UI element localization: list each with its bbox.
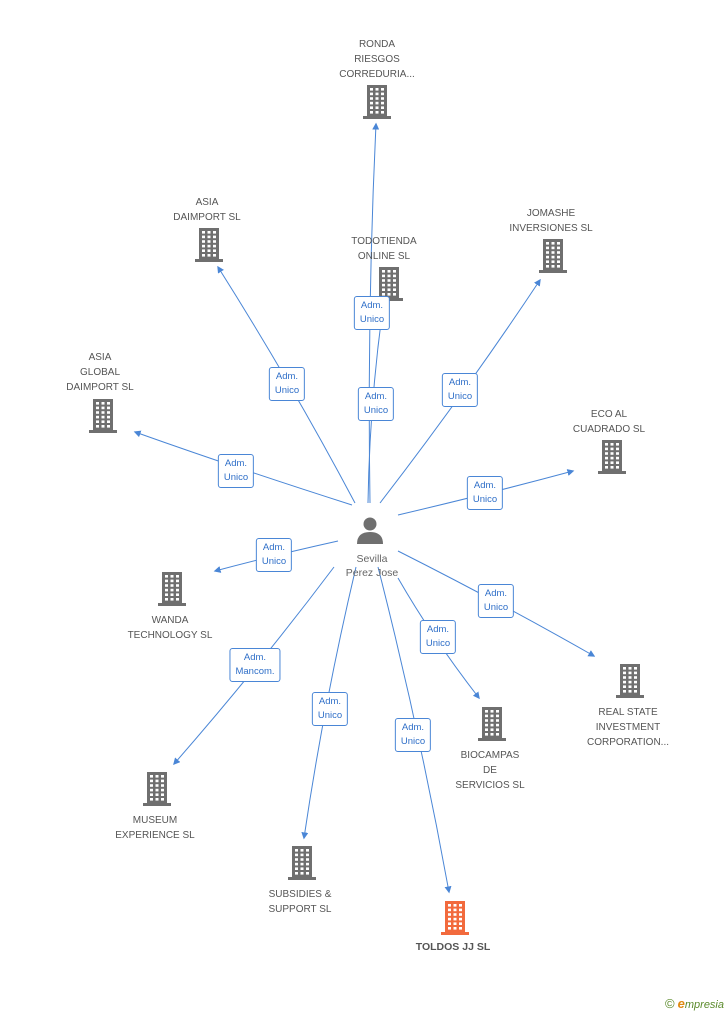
brand-watermark: © empresia (665, 996, 724, 1011)
center-person-label[interactable]: Sevilla Perez Jose (345, 553, 399, 579)
building-icon-eco-al-cuadrado[interactable] (598, 440, 626, 474)
building-icon-wanda[interactable] (158, 572, 186, 606)
node-label-biocampas[interactable]: BIOCAMPAS DE SERVICIOS SL (455, 750, 525, 791)
edge-label-wanda: Adm. Unico (255, 538, 293, 572)
nodes-layer (89, 85, 644, 935)
building-icon-asia-daimport[interactable] (195, 228, 223, 262)
edge-label-eco-al-cuadrado: Adm. Unico (466, 476, 504, 510)
node-label-todotienda[interactable]: TODOTIENDA ONLINE SL (351, 236, 417, 262)
brand-name: mpresia (684, 999, 724, 1011)
node-label-asia-global[interactable]: ASIA GLOBAL DAIMPORT SL (66, 352, 134, 393)
edge-label-todotienda: Adm. Unico (357, 387, 395, 421)
edge-label-real-state: Adm. Unico (477, 584, 515, 618)
node-label-museum[interactable]: MUSEUM EXPERIENCE SL (115, 815, 195, 841)
building-icon-biocampas[interactable] (478, 707, 506, 741)
edge-label-biocampas: Adm. Unico (419, 620, 457, 654)
node-label-subsidies[interactable]: SUBSIDIES & SUPPORT SL (268, 889, 332, 915)
node-label-eco-al-cuadrado[interactable]: ECO AL CUADRADO SL (572, 409, 646, 435)
edge-label-toldos: Adm. Unico (394, 718, 432, 752)
node-label-toldos[interactable]: TOLDOS JJ SL (415, 941, 491, 953)
node-label-ronda[interactable]: RONDA RIESGOS CORREDURIA... (339, 39, 415, 80)
building-icon-jomashe[interactable] (539, 239, 567, 273)
edge-label-subsidies: Adm. Unico (311, 692, 349, 726)
building-icon-museum[interactable] (143, 772, 171, 806)
building-icon-ronda[interactable] (363, 85, 391, 119)
edge-label-asia-global: Adm. Unico (217, 454, 255, 488)
building-icon-subsidies[interactable] (288, 846, 316, 880)
building-icon-toldos[interactable] (441, 901, 469, 935)
brand-initial: e (677, 996, 685, 1011)
node-label-real-state[interactable]: REAL STATE INVESTMENT CORPORATION... (586, 707, 670, 748)
node-label-wanda[interactable]: WANDA TECHNOLOGY SL (127, 615, 213, 641)
node-label-asia-daimport[interactable]: ASIA DAIMPORT SL (173, 197, 241, 223)
edge-label-jomashe: Adm. Unico (441, 373, 479, 407)
person-icon[interactable] (357, 517, 383, 545)
building-icon-asia-global[interactable] (89, 399, 117, 433)
building-icon-real-state[interactable] (616, 664, 644, 698)
node-label-jomashe[interactable]: JOMASHE INVERSIONES SL (509, 208, 593, 234)
copyright-symbol: © (664, 996, 675, 1011)
edge-label-ronda: Adm. Unico (353, 296, 391, 330)
edge-label-museum: Adm. Mancom. (229, 648, 281, 682)
edge-label-asia-daimport: Adm. Unico (268, 367, 306, 401)
